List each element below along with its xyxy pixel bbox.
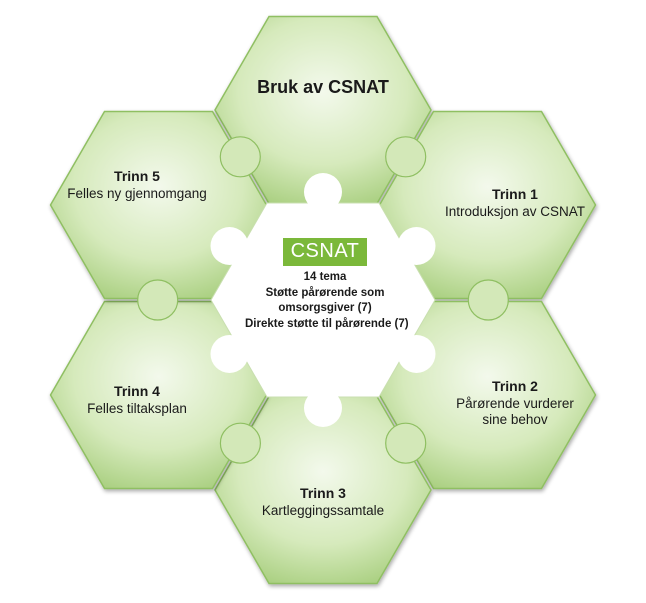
center-line: Direkte støtte til pårørende (7) — [245, 317, 409, 330]
center-text: 14 tema Støtte pårørende som omsorgsgive… — [245, 270, 409, 332]
puzzle-knob — [137, 279, 179, 321]
center-line: Støtte pårørende som — [265, 286, 385, 299]
segment-top-title: Bruk av CSNAT — [257, 77, 389, 97]
center-knob — [210, 227, 249, 265]
center-line: 14 tema — [303, 271, 347, 283]
center-line: omsorgsgiver (7) — [278, 302, 372, 315]
center-knob — [397, 227, 436, 265]
segment-trinn4-body: Felles tiltaksplan — [87, 400, 187, 416]
puzzle-knob — [385, 422, 427, 464]
puzzle-knob — [219, 136, 261, 178]
segment-trinn3-title: Trinn 3 — [300, 485, 346, 501]
puzzle-knob — [219, 422, 261, 464]
segment-top-label: Bruk av CSNAT — [243, 76, 403, 99]
center-knob — [210, 335, 249, 373]
center-panel: CSNAT 14 tema Støtte pårørende som omsor… — [245, 238, 409, 358]
segment-trinn4-title: Trinn 4 — [114, 383, 160, 399]
center-knob — [304, 389, 342, 427]
segment-trinn2-label: Trinn 2 Pårørende vurderer sine behov — [430, 378, 600, 429]
segment-trinn5-label: Trinn 5 Felles ny gjennomgang — [52, 168, 222, 202]
segment-trinn1-body: Introduksjon av CSNAT — [444, 203, 586, 219]
segment-trinn2-title: Trinn 2 — [492, 378, 538, 394]
segment-trinn4-label: Trinn 4 Felles tiltaksplan — [52, 383, 222, 417]
segment-trinn1-title: Trinn 1 — [492, 186, 538, 202]
center-knob — [397, 335, 436, 373]
segment-trinn1-label: Trinn 1 Introduksjon av CSNAT — [430, 186, 600, 220]
puzzle-knob — [467, 279, 509, 321]
puzzle-knob — [385, 136, 427, 178]
segment-trinn3-body: Kartleggingssamtale — [261, 502, 385, 518]
segment-trinn5-body: Felles ny gjennomgang — [67, 185, 207, 201]
csnat-logo: CSNAT — [282, 238, 368, 266]
segment-trinn5-title: Trinn 5 — [114, 168, 160, 184]
segment-trinn3-label: Trinn 3 Kartleggingssamtale — [243, 485, 403, 519]
segment-trinn2-body: Pårørende vurderer sine behov — [456, 395, 574, 428]
center-hex — [210, 202, 436, 398]
center-knob — [304, 173, 342, 211]
